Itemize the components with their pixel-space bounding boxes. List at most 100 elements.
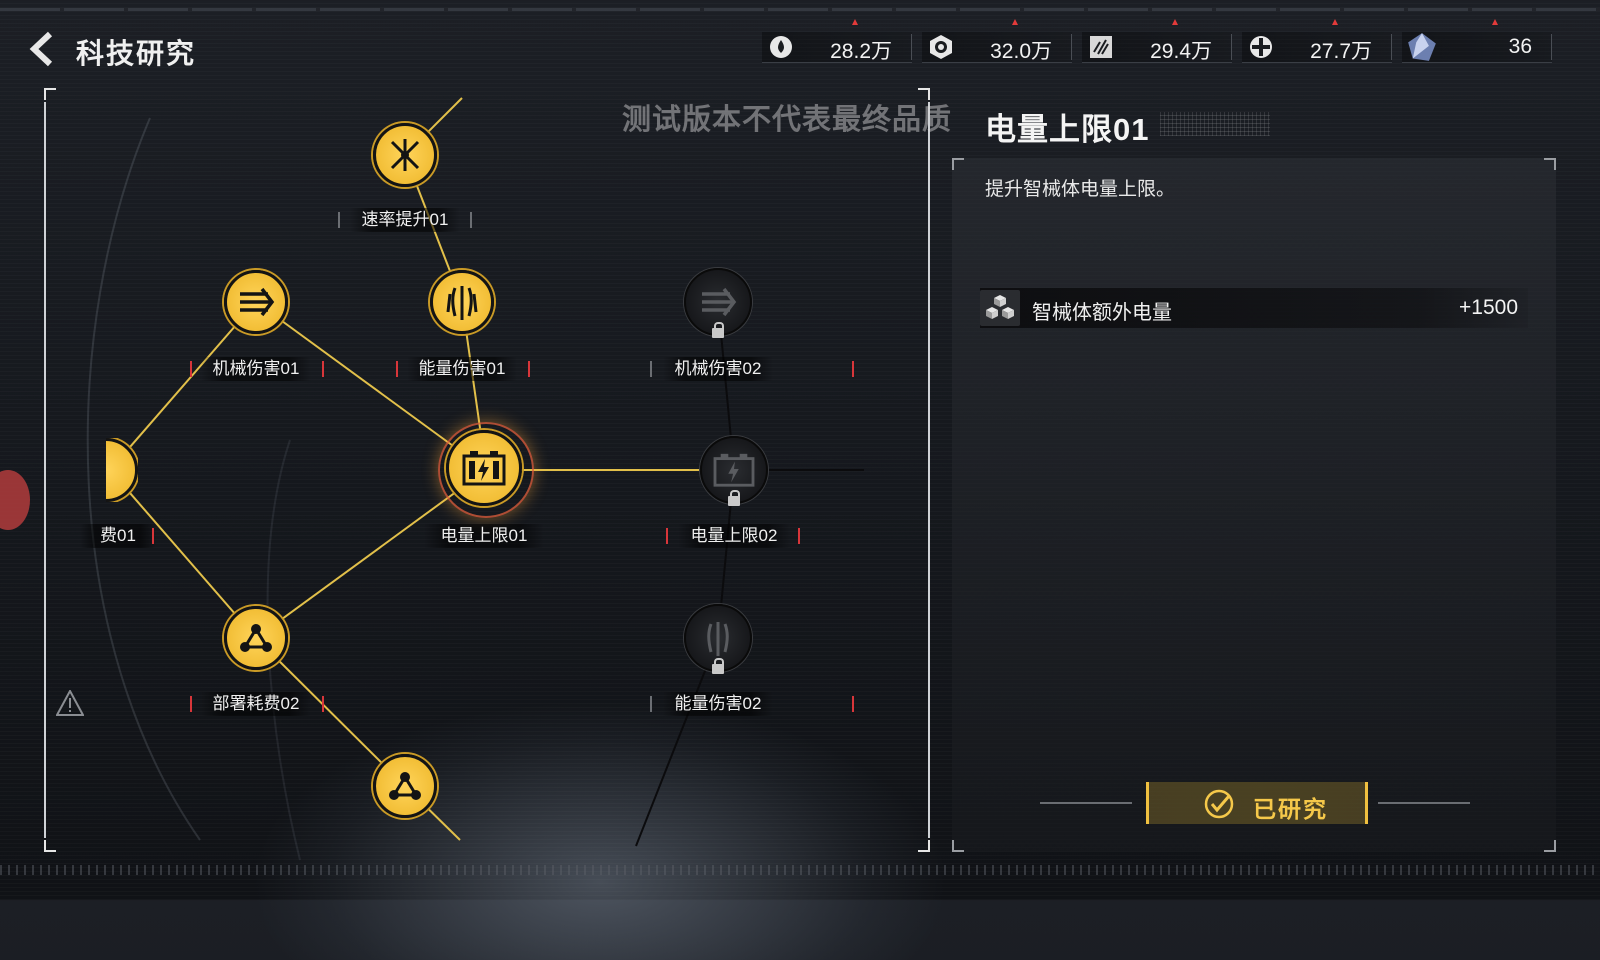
test-version-watermark: 测试版本不代表最终品质	[622, 104, 953, 136]
selected-node-halo	[438, 422, 534, 518]
top-bar: 科技研究 28.2万 32.0万 29.4万 27.7万	[0, 0, 1600, 96]
node-power-cap-01[interactable]	[446, 430, 522, 506]
researched-button[interactable]: 已研究	[1146, 782, 1368, 824]
resource-chip[interactable]: 29.4万	[1082, 19, 1232, 63]
node-rate-up-01[interactable]	[373, 123, 437, 187]
alert-marker	[1172, 19, 1178, 25]
resource-ring[interactable]: 32.0万	[922, 19, 1072, 63]
bottom-rule	[0, 865, 1600, 875]
researched-button-label: 已研究	[1253, 796, 1328, 822]
chip-resource-icon	[1090, 36, 1112, 58]
alert-marker	[1012, 19, 1018, 25]
frame-corner	[44, 840, 56, 852]
alert-marker	[852, 19, 858, 25]
node-mech-dmg-01[interactable]	[224, 270, 288, 334]
detail-title: 电量上限01	[985, 112, 1150, 147]
crystal-resource-icon	[1408, 33, 1436, 61]
resource-value: 28.2万	[830, 40, 892, 63]
frame-corner	[918, 840, 930, 852]
stat-value: +1500	[1459, 296, 1518, 319]
button-deco-line	[1378, 802, 1470, 804]
mech-damage-icon	[702, 287, 737, 317]
page-title: 科技研究	[76, 38, 197, 69]
panel-corner	[952, 158, 964, 170]
label-tick	[152, 528, 154, 544]
top-rule	[0, 8, 1600, 11]
panel-corner	[1544, 158, 1556, 170]
label-tick	[396, 361, 398, 377]
node-label-power-cap-01: 电量上限01	[424, 524, 544, 548]
deploy-icon	[389, 772, 421, 800]
divider	[911, 34, 912, 60]
energy-damage-icon	[446, 286, 478, 320]
button-deco-line	[1040, 802, 1132, 804]
resource-value: 32.0万	[990, 40, 1052, 63]
label-tick	[338, 212, 340, 228]
rate-icon	[390, 139, 420, 171]
battery-icon	[713, 453, 755, 487]
divider	[1231, 34, 1232, 60]
node-energy-dmg-02[interactable]	[684, 604, 752, 674]
node-label-rate-up-01: 速率提升01	[350, 208, 460, 232]
tech-tree-frame	[44, 88, 930, 852]
label-tick	[322, 696, 324, 712]
node-deploy-cost-02[interactable]	[224, 606, 288, 670]
node-label-energy-dmg-02: 能量伤害02	[663, 692, 773, 716]
stat-name: 智械体额外电量	[1032, 302, 1172, 324]
energy-damage-icon	[707, 622, 729, 656]
node-mech-dmg-02[interactable]	[684, 268, 752, 338]
mech-damage-icon	[240, 287, 275, 317]
label-tick	[852, 361, 854, 377]
resource-value: 36	[1508, 35, 1532, 58]
node-bottom[interactable]	[373, 754, 437, 818]
label-tick	[650, 361, 652, 377]
deploy-icon	[240, 624, 272, 652]
circuit-resource-icon	[1250, 36, 1272, 58]
frame-corner	[44, 88, 56, 100]
detail-description: 提升智械体电量上限。	[985, 179, 1176, 200]
label-tick	[666, 528, 668, 544]
drop-resource-icon	[770, 36, 792, 58]
frame-corner	[918, 88, 930, 100]
label-tick	[798, 528, 800, 544]
panel-corner	[1544, 840, 1556, 852]
lock-icon	[712, 322, 724, 338]
cubes-icon	[980, 290, 1020, 326]
stat-row: 智械体额外电量 +1500	[980, 288, 1528, 328]
alert-marker	[1332, 19, 1338, 25]
panel-corner	[952, 840, 964, 852]
node-power-cap-02[interactable]	[700, 436, 768, 506]
label-tick	[190, 361, 192, 377]
resource-value: 27.7万	[1310, 40, 1372, 63]
node-label-mech-dmg-02: 机械伤害02	[663, 357, 773, 381]
resource-circuit[interactable]: 27.7万	[1242, 19, 1392, 63]
node-label-deploy-cost-01: 费01	[80, 524, 156, 548]
frame-line-left	[44, 102, 46, 838]
chevron-left-icon	[29, 31, 53, 67]
label-tick	[650, 696, 652, 712]
battery-icon	[462, 451, 506, 486]
node-label-energy-dmg-01: 能量伤害01	[407, 357, 517, 381]
resource-crystal[interactable]: 36	[1402, 19, 1552, 63]
alert-marker	[1492, 19, 1498, 25]
label-tick	[322, 361, 324, 377]
frame-line-right	[928, 102, 930, 838]
title-dot-pattern	[1160, 112, 1270, 136]
lock-icon	[712, 658, 724, 674]
divider	[1551, 34, 1552, 60]
label-tick	[852, 696, 854, 712]
back-button[interactable]	[26, 30, 60, 68]
detail-panel	[952, 158, 1556, 852]
check-icon	[1204, 789, 1234, 819]
label-tick	[190, 696, 192, 712]
resource-value: 29.4万	[1150, 40, 1212, 63]
node-label-power-cap-02: 电量上限02	[678, 524, 790, 548]
divider	[1391, 34, 1392, 60]
lock-icon	[728, 490, 740, 506]
node-energy-dmg-01[interactable]	[430, 270, 494, 334]
label-tick	[470, 212, 472, 228]
divider	[1071, 34, 1072, 60]
warning-icon	[56, 690, 84, 716]
resource-drop[interactable]: 28.2万	[762, 19, 912, 63]
node-label-mech-dmg-01: 机械伤害01	[201, 357, 311, 381]
